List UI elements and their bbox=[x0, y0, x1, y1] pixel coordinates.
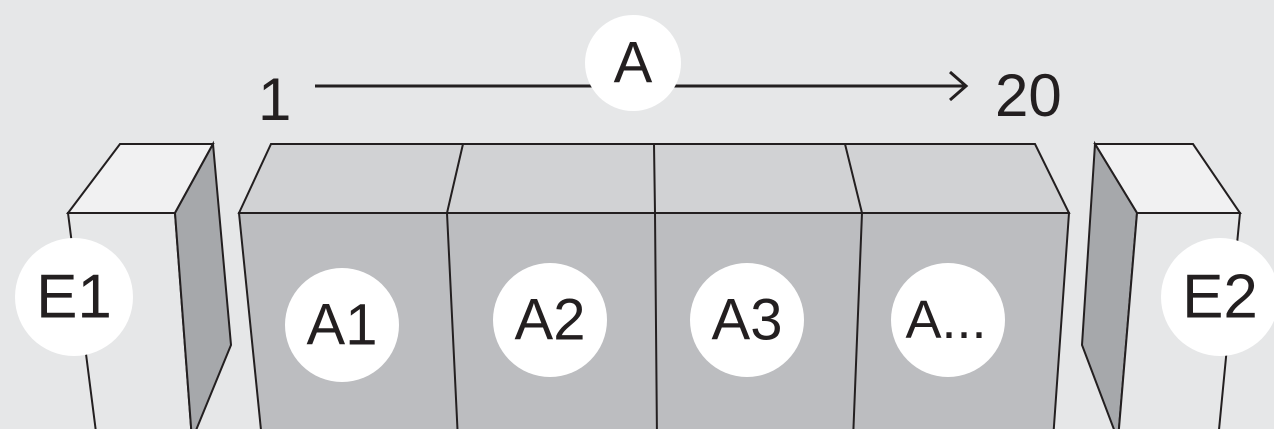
arrow-end-label: 20 bbox=[995, 62, 1062, 129]
badge-e1-circle bbox=[15, 238, 133, 356]
badge-a2: A2 bbox=[493, 263, 607, 377]
block-divider-1 bbox=[445, 143, 464, 429]
block-label-a3: A3 bbox=[712, 288, 783, 353]
badge-a1: A1 bbox=[285, 268, 399, 382]
badge-a-label: A bbox=[614, 31, 653, 96]
badge-e2: E2 bbox=[1161, 238, 1274, 356]
end-piece-label-e2: E2 bbox=[1182, 263, 1258, 332]
end-piece-e1-side bbox=[173, 140, 233, 429]
block-label-a1: A1 bbox=[307, 293, 378, 358]
badge-a3-circle bbox=[690, 263, 804, 377]
block-label-a2: A2 bbox=[515, 288, 586, 353]
end-piece-e2-side bbox=[1080, 140, 1139, 429]
block-divider-3 bbox=[844, 143, 864, 429]
end-piece-e1 bbox=[65, 140, 233, 429]
arrow-start-label: 1 bbox=[258, 66, 291, 133]
block-label-a-more: A... bbox=[905, 290, 986, 350]
block-row-front bbox=[237, 212, 1071, 429]
end-piece-label-e1: E1 bbox=[36, 263, 112, 332]
badge-a2-circle bbox=[493, 263, 607, 377]
block-row bbox=[237, 143, 1071, 429]
badge-e1: E1 bbox=[15, 238, 133, 356]
badge-e2-circle bbox=[1161, 238, 1274, 356]
badge-a-circle bbox=[585, 15, 681, 111]
badge-a3: A3 bbox=[690, 263, 804, 377]
arrow-head bbox=[949, 70, 969, 102]
badge-a1-circle bbox=[285, 268, 399, 382]
block-divider-2 bbox=[653, 143, 658, 429]
badge-a-more: A... bbox=[891, 263, 1005, 377]
badge-a: A bbox=[585, 15, 681, 111]
badge-a-more-circle bbox=[891, 263, 1005, 377]
